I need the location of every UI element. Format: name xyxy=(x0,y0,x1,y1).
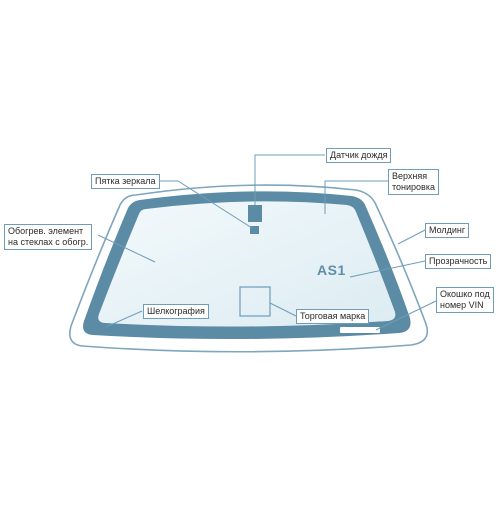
label-trademark: Торговая марка xyxy=(296,309,370,324)
leader-lines xyxy=(97,154,437,331)
label-heating-line1: Обогрев. элемент xyxy=(8,226,84,236)
leader-heating xyxy=(97,234,156,263)
label-mirror-heel: Пятка зеркала xyxy=(91,174,160,189)
label-heating-element: Обогрев. элемент на стеклах с обогр. xyxy=(4,224,93,250)
label-vin-line1: Окошко под xyxy=(440,289,490,299)
glass-mark-as1: AS1 xyxy=(317,262,346,278)
leader-vin xyxy=(375,300,437,331)
vin-window xyxy=(340,327,380,333)
label-transparency: Прозрачность xyxy=(425,254,492,269)
trademark-box xyxy=(239,286,271,317)
label-vin-window: Окошко под номер VIN xyxy=(436,287,494,313)
leader-rain-sensor xyxy=(254,154,325,205)
mirror-heel-block xyxy=(250,226,259,234)
label-vin-line2: номер VIN xyxy=(440,300,484,310)
glass-area xyxy=(98,201,396,327)
leader-silkscreen xyxy=(105,310,143,328)
leader-upper-tint xyxy=(324,180,388,214)
leader-molding xyxy=(397,229,426,245)
rain-sensor-block xyxy=(248,205,262,222)
molding-outline xyxy=(69,184,429,353)
label-heating-line2: на стеклах с обогр. xyxy=(8,237,89,247)
label-rain-sensor: Датчик дождя xyxy=(326,148,392,163)
label-upper-tint-line1: Верхняя xyxy=(392,171,428,181)
leader-transparency xyxy=(349,260,426,278)
label-upper-tint: Верхняя тонировка xyxy=(388,169,439,195)
leader-trademark xyxy=(269,302,297,317)
leader-mirror-heel xyxy=(160,180,253,229)
label-molding: Молдинг xyxy=(425,223,470,238)
label-silkscreen: Шелкография xyxy=(143,304,209,319)
label-upper-tint-line2: тонировка xyxy=(392,182,435,192)
